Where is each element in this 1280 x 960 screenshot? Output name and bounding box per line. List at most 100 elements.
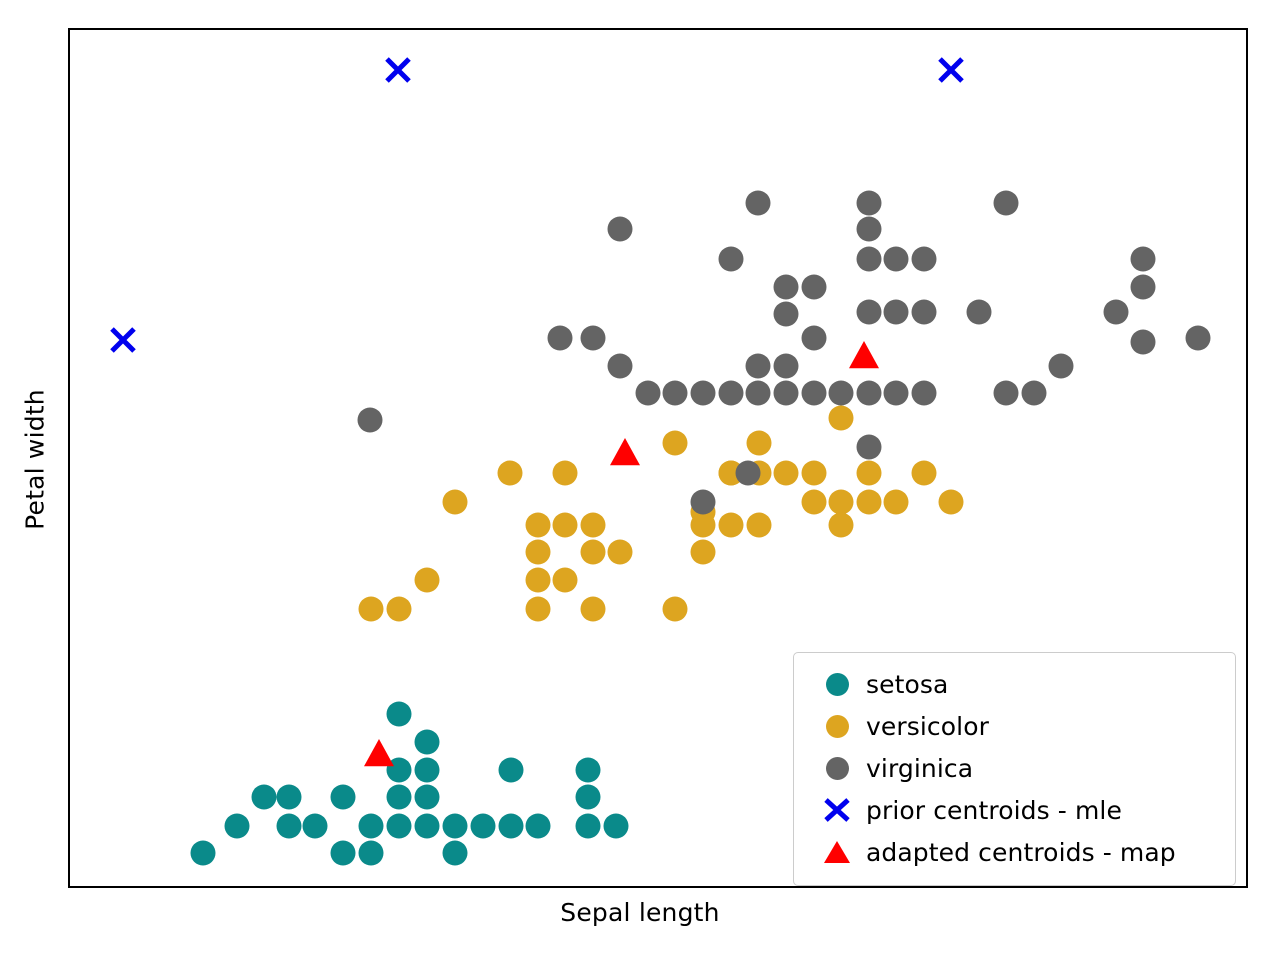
legend-item-setosa[interactable]: setosa <box>808 663 1221 705</box>
data-point-virginica <box>966 299 992 325</box>
legend-dot <box>825 756 849 780</box>
data-point-virginica <box>856 380 882 406</box>
data-point-virginica <box>993 190 1019 216</box>
centroid-marker-mle <box>385 57 411 83</box>
y-axis-label-wrapper: Petal width <box>21 30 50 890</box>
data-point-setosa <box>442 840 468 866</box>
data-point-virginica <box>801 325 827 351</box>
centroid-marker-mle <box>938 57 964 83</box>
data-point-versicolor <box>442 489 468 515</box>
x-axis-label: Sepal length <box>560 898 720 927</box>
data-point-virginica <box>745 380 771 406</box>
data-point-versicolor <box>911 460 937 486</box>
data-point-setosa <box>224 813 250 839</box>
data-point-versicolor <box>746 430 772 456</box>
data-point-versicolor <box>690 539 716 565</box>
data-points-layer <box>70 30 1246 886</box>
legend-label: setosa <box>866 669 949 699</box>
data-point-versicolor <box>690 512 716 538</box>
data-point-versicolor <box>718 512 744 538</box>
data-point-setosa <box>190 840 216 866</box>
data-point-versicolor <box>580 539 606 565</box>
data-point-virginica <box>773 274 799 300</box>
data-point-virginica <box>773 380 799 406</box>
data-point-versicolor <box>801 489 827 515</box>
data-point-setosa <box>498 757 524 783</box>
data-point-versicolor <box>883 489 909 515</box>
data-point-virginica <box>773 353 799 379</box>
data-point-versicolor <box>746 512 772 538</box>
data-point-setosa <box>525 813 551 839</box>
data-point-setosa <box>575 757 601 783</box>
data-point-virginica <box>580 325 606 351</box>
data-point-virginica <box>745 353 771 379</box>
data-point-versicolor <box>607 539 633 565</box>
data-point-setosa <box>386 701 412 727</box>
legend-label: virginica <box>866 753 974 783</box>
data-point-versicolor <box>525 596 551 622</box>
centroid-marker-map <box>364 739 394 767</box>
data-point-setosa <box>251 784 277 810</box>
data-point-setosa <box>498 813 524 839</box>
data-point-versicolor <box>525 539 551 565</box>
data-point-setosa <box>358 813 384 839</box>
data-point-virginica <box>911 299 937 325</box>
series-prior-centroids---mle <box>110 57 964 353</box>
data-point-versicolor <box>662 430 688 456</box>
data-point-setosa <box>414 784 440 810</box>
data-point-versicolor <box>497 460 523 486</box>
data-point-setosa <box>575 784 601 810</box>
data-point-virginica <box>1103 299 1129 325</box>
data-point-virginica <box>745 190 771 216</box>
series-virginica <box>357 190 1211 515</box>
legend-dot <box>825 714 849 738</box>
data-point-setosa <box>414 729 440 755</box>
data-point-versicolor <box>773 460 799 486</box>
data-point-virginica <box>1048 353 1074 379</box>
data-point-virginica <box>718 246 744 272</box>
data-point-virginica <box>690 380 716 406</box>
legend-label: adapted centroids - map <box>866 837 1176 867</box>
data-point-setosa <box>442 813 468 839</box>
data-point-setosa <box>470 813 496 839</box>
data-point-virginica <box>547 325 573 351</box>
data-point-virginica <box>856 434 882 460</box>
data-point-virginica <box>993 380 1019 406</box>
data-point-versicolor <box>856 460 882 486</box>
data-point-setosa <box>276 784 302 810</box>
data-point-setosa <box>386 813 412 839</box>
data-point-versicolor <box>801 460 827 486</box>
data-point-virginica <box>1130 246 1156 272</box>
data-point-setosa <box>330 840 356 866</box>
data-point-virginica <box>635 380 661 406</box>
data-point-virginica <box>856 246 882 272</box>
points-svg <box>110 57 1211 866</box>
data-point-virginica <box>911 380 937 406</box>
data-point-versicolor <box>662 596 688 622</box>
data-point-virginica <box>1130 274 1156 300</box>
data-point-versicolor <box>580 596 606 622</box>
data-point-virginica <box>1185 325 1211 351</box>
data-point-virginica <box>911 246 937 272</box>
y-axis-label: Petal width <box>20 389 50 530</box>
data-point-versicolor <box>386 596 412 622</box>
data-point-setosa <box>386 757 412 783</box>
data-point-versicolor <box>828 405 854 431</box>
data-point-virginica <box>607 353 633 379</box>
data-point-setosa <box>414 757 440 783</box>
series-adapted-centroids---map <box>364 341 879 767</box>
legend-item-adapted-centroids---map[interactable]: adapted centroids - map <box>808 831 1221 873</box>
data-point-virginica <box>856 216 882 242</box>
data-point-virginica <box>801 274 827 300</box>
legend: setosa versicolor virginica prior centroids… <box>793 652 1236 886</box>
legend-label: prior centroids - mle <box>866 795 1122 825</box>
legend-item-virginica[interactable]: virginica <box>808 747 1221 789</box>
data-point-versicolor <box>828 489 854 515</box>
legend-circle-icon <box>808 714 866 738</box>
data-point-setosa <box>575 813 601 839</box>
legend-item-prior-centroids---mle[interactable]: prior centroids - mle <box>808 789 1221 831</box>
data-point-virginica <box>1021 380 1047 406</box>
data-point-versicolor <box>580 512 606 538</box>
legend-item-versicolor[interactable]: versicolor <box>808 705 1221 747</box>
